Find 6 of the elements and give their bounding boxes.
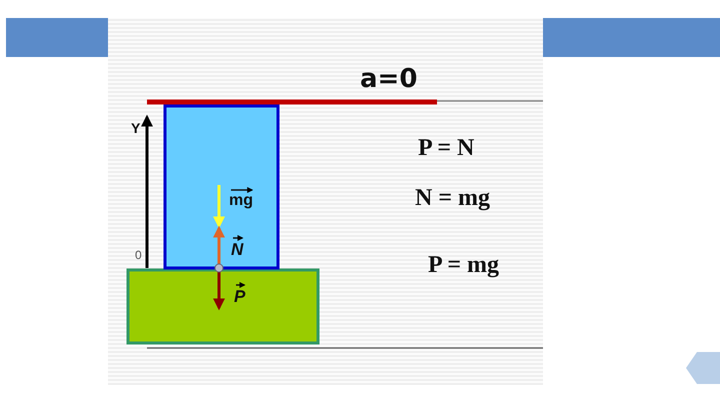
equation: P = N [418, 136, 474, 160]
equation: N = mg [415, 186, 490, 210]
axis-origin-label: 0 [135, 249, 142, 261]
axis-label: Y [131, 121, 140, 135]
equation: P = mg [428, 253, 500, 277]
acceleration-label: a=0 [360, 66, 418, 92]
